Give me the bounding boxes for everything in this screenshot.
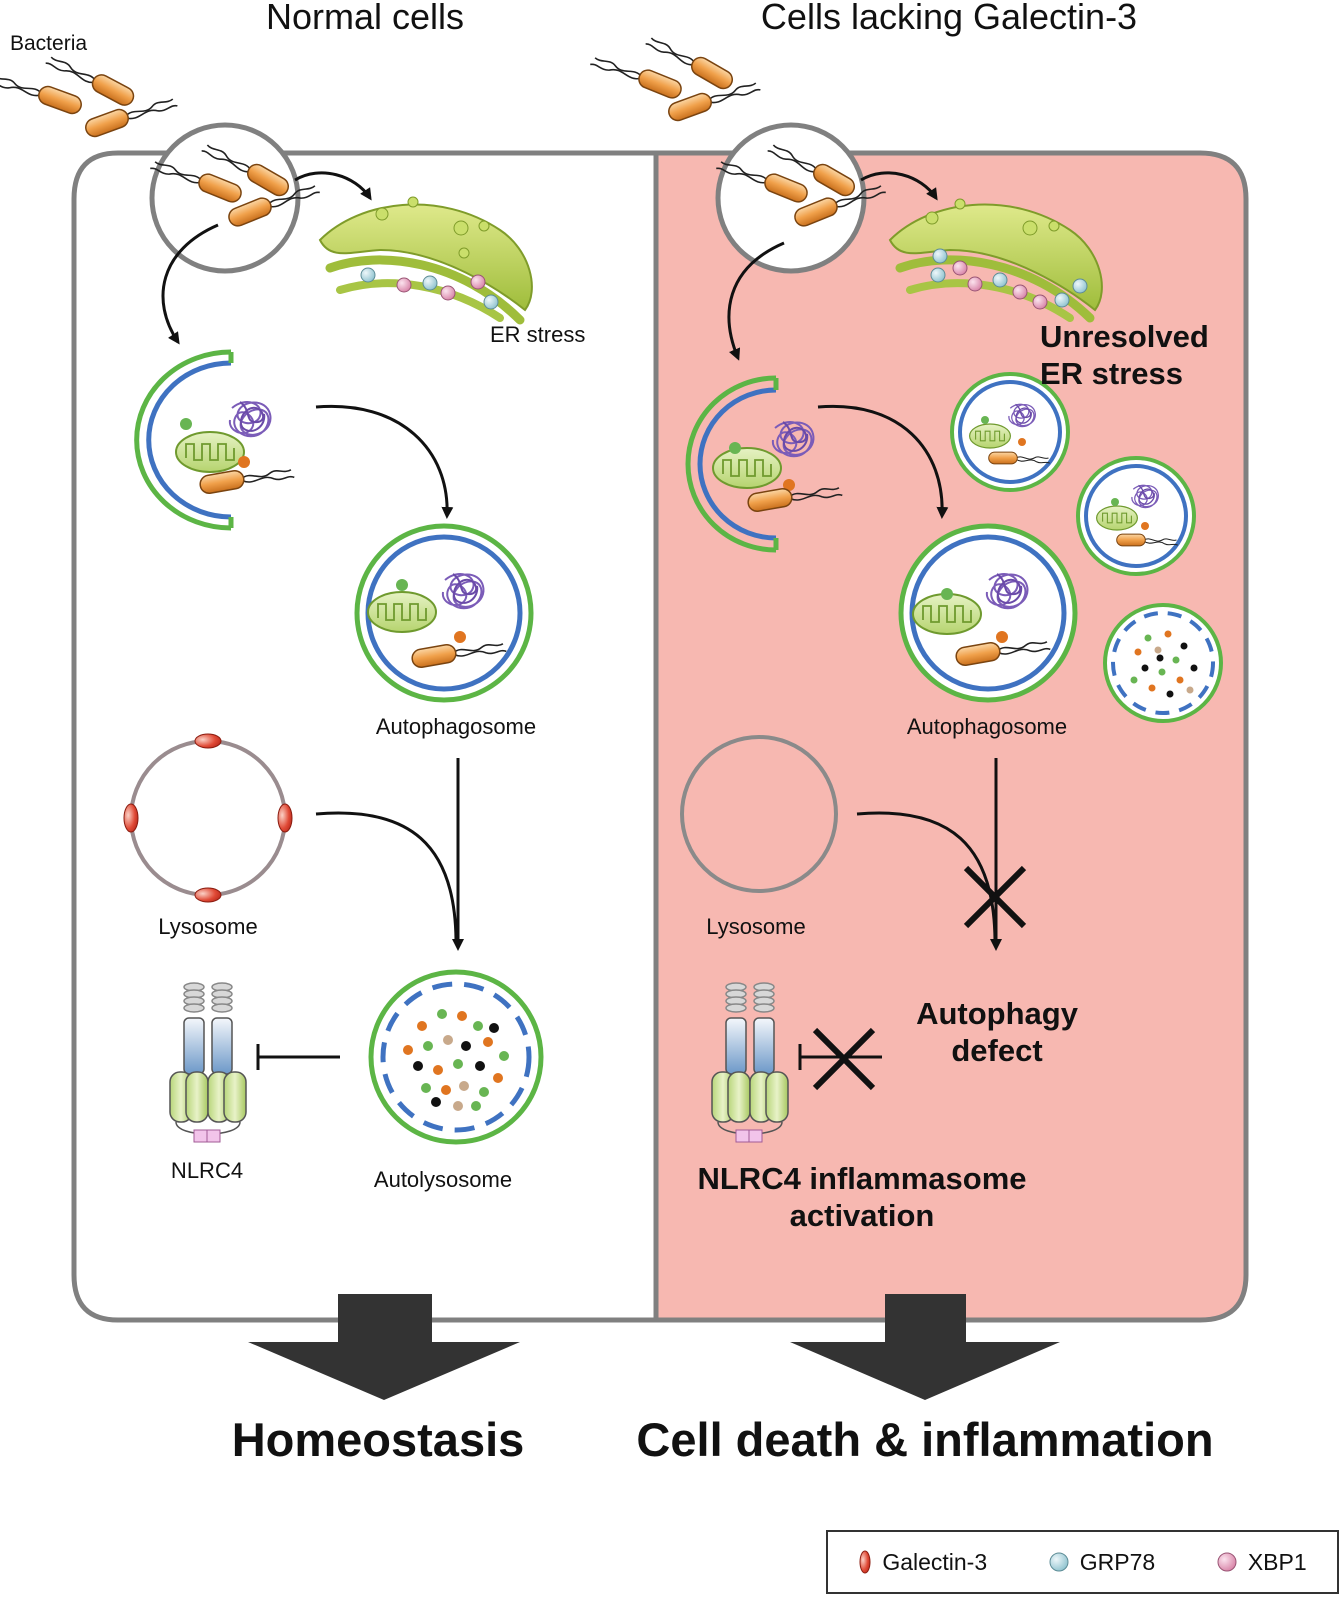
legend: Galectin-3 GRP78 XBP1 <box>826 1530 1339 1594</box>
label-nlrc4: NLRC4 <box>170 1158 244 1183</box>
label-er-stress: ER stress <box>490 322 586 347</box>
label-lysosome-right: Lysosome <box>706 914 806 939</box>
header-cells-lacking-galectin3: Cells lacking Galectin-3 <box>760 0 1138 37</box>
label-nlrc4-inflammasome-activation: NLRC4 inflammasome activation <box>697 1161 1027 1233</box>
phagophore-right <box>685 375 844 553</box>
label-bacteria: Bacteria <box>10 32 88 55</box>
endosome-right <box>715 122 887 274</box>
block-x-autophagy <box>963 865 1027 929</box>
galectin-3-icon <box>859 1550 871 1574</box>
legend-label-xbp1: XBP1 <box>1247 1548 1307 1575</box>
nlrc4-right <box>711 982 789 1143</box>
label-autophagosome-left: Autophagosome <box>375 714 537 739</box>
autophagosome-right <box>898 523 1078 703</box>
lysosome-right <box>680 735 838 893</box>
label-autophagosome-right: Autophagosome <box>906 714 1068 739</box>
bacteria-left-group <box>0 47 179 140</box>
outcome-arrow-left <box>248 1294 520 1400</box>
arrows <box>161 171 1002 951</box>
nlrc4-left <box>169 982 247 1143</box>
label-unresolved-er-stress: Unresolved ER stress <box>1040 319 1209 391</box>
accumulated-autophagosome-2 <box>1076 456 1196 576</box>
label-autolysosome: Autolysosome <box>373 1167 513 1192</box>
er-left <box>318 196 533 325</box>
label-autophagy-defect: Autophagy defect <box>916 996 1078 1068</box>
endosome-left <box>149 122 321 274</box>
xbp1-icon <box>1217 1552 1237 1572</box>
phagophore-left <box>134 349 296 531</box>
accumulated-autolysosome <box>1103 603 1223 723</box>
autolysosome-left <box>368 969 544 1145</box>
legend-item-grp78: GRP78 <box>1048 1549 1155 1576</box>
grp78-icon <box>1049 1552 1069 1572</box>
autophagosome-left <box>354 523 534 703</box>
label-lysosome-left: Lysosome <box>158 914 258 939</box>
legend-label-grp78: GRP78 <box>1079 1548 1156 1575</box>
outcome-homeostasis: Homeostasis <box>231 1413 525 1466</box>
accumulated-autophagosome-1 <box>950 372 1070 492</box>
outcome-cell-death-inflammation: Cell death & inflammation <box>636 1413 1214 1466</box>
legend-label-galectin-3: Galectin-3 <box>882 1548 988 1575</box>
bacteria-right-group <box>589 28 762 124</box>
block-x-nlrc4 <box>812 1027 876 1091</box>
legend-item-galectin-3: Galectin-3 <box>858 1549 987 1576</box>
legend-item-xbp1: XBP1 <box>1216 1549 1307 1576</box>
outcome-arrow-right <box>790 1294 1060 1400</box>
er-right <box>888 198 1103 323</box>
header-normal-cells: Normal cells <box>265 0 465 37</box>
inhibition-left <box>256 1044 340 1070</box>
cell-outline <box>71 150 1249 1323</box>
lysosome-left <box>123 733 293 903</box>
